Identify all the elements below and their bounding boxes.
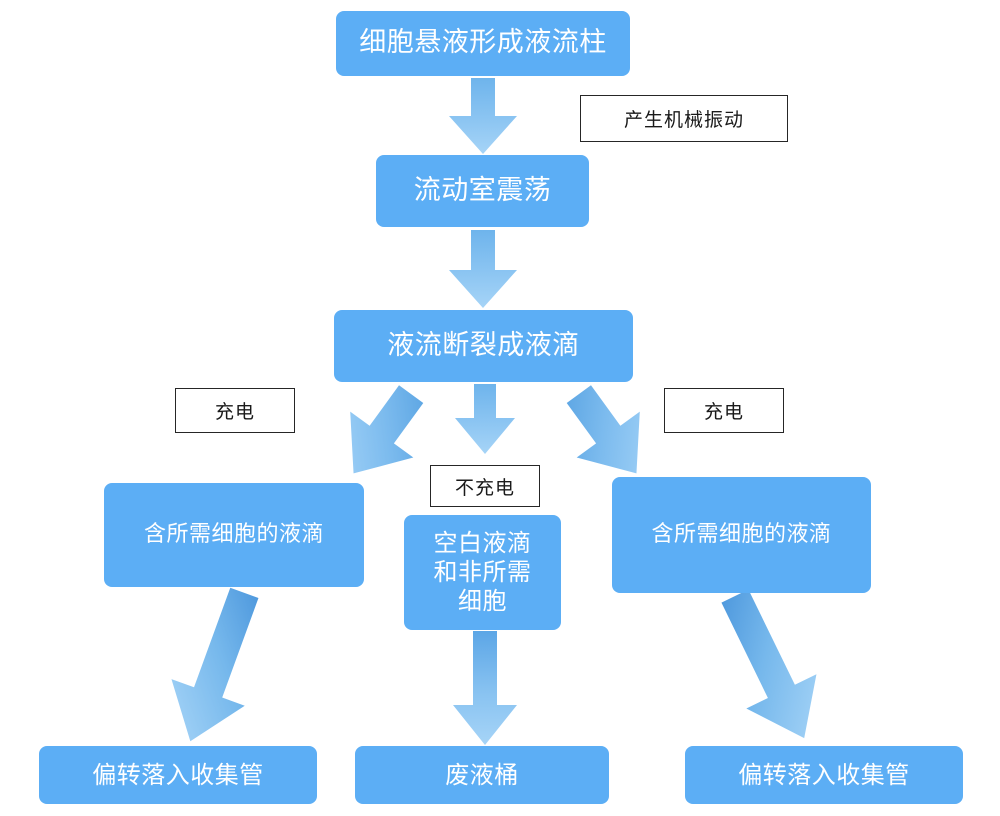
- label-no-charge: 不充电: [430, 465, 540, 507]
- node-deflect-into-collection-tube-left[interactable]: 偏转落入收集管: [39, 746, 317, 804]
- node-cell-suspension-stream[interactable]: 细胞悬液形成液流柱: [336, 11, 630, 76]
- arrow-down-chamber-to-droplets: [447, 230, 519, 310]
- arrow-long-left-to-collection-tube: [150, 586, 285, 751]
- node-deflect-into-collection-tube-right[interactable]: 偏转落入收集管: [685, 746, 963, 804]
- node-stream-breaks-into-droplets[interactable]: 液流断裂成液滴: [334, 310, 633, 382]
- label-generate-mechanical-vibration: 产生机械振动: [580, 95, 788, 142]
- arrow-diagonal-left-charged: [315, 382, 445, 492]
- arrow-down-liquid-column-to-chamber: [447, 78, 519, 156]
- arrow-long-right-to-collection-tube: [700, 586, 840, 751]
- node-blank-droplet-and-unwanted-cells[interactable]: 空白液滴 和非所需 细胞: [404, 515, 561, 630]
- node-droplet-with-target-cells-left[interactable]: 含所需细胞的液滴: [104, 483, 364, 587]
- label-charge-left: 充电: [175, 388, 295, 433]
- node-droplet-with-target-cells-right[interactable]: 含所需细胞的液滴: [612, 477, 871, 593]
- arrow-down-to-waste-bin: [451, 631, 519, 747]
- arrow-diagonal-right-charged: [545, 382, 675, 492]
- arrow-down-uncharged: [453, 384, 517, 456]
- node-waste-bin[interactable]: 废液桶: [355, 746, 609, 804]
- node-flow-chamber-oscillation[interactable]: 流动室震荡: [376, 155, 589, 227]
- label-charge-right: 充电: [664, 388, 784, 433]
